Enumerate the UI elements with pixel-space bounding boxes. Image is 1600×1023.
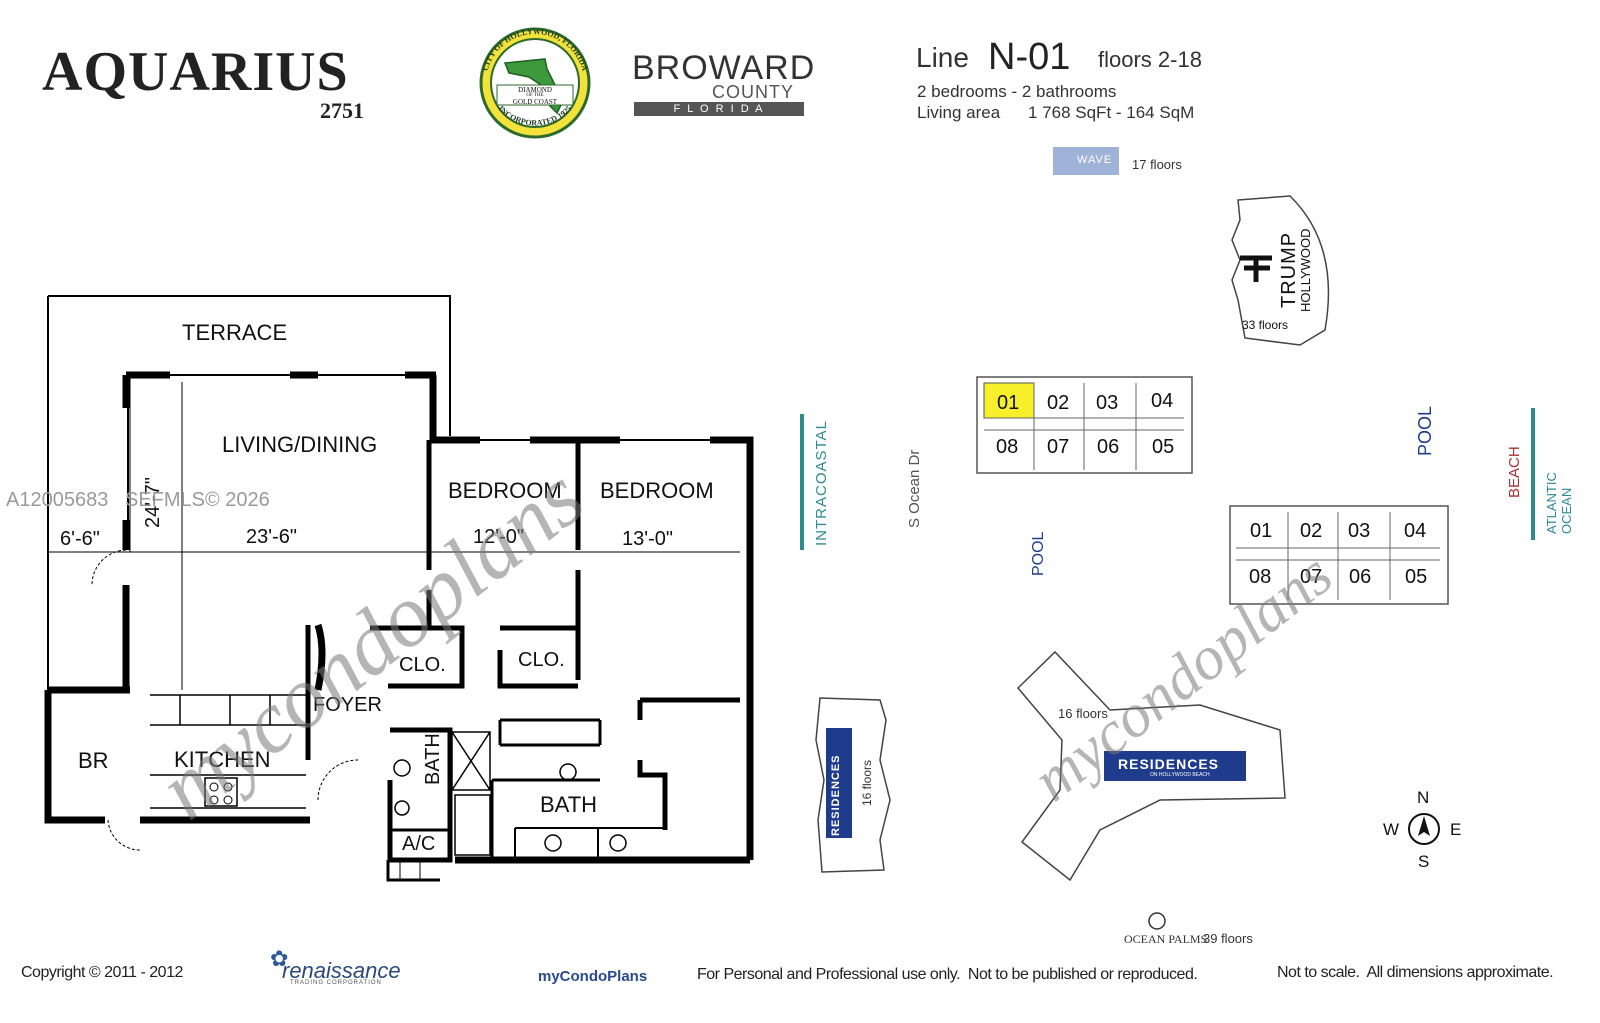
b2-unit-05: 05: [1405, 566, 1428, 588]
residences-left-floors: 16 floors: [860, 759, 874, 806]
renaissance-sub: TRADING CORPORATION: [290, 980, 382, 986]
label-beach: BEACH: [1506, 446, 1523, 498]
label-pool-right: POOL: [1415, 405, 1435, 456]
room-foyer: FOYER: [313, 694, 382, 716]
label-ocean: ATLANTIC OCEAN: [1544, 472, 1574, 534]
line-floors: floors 2-18: [1098, 47, 1202, 72]
broward-name: BROWARD: [632, 49, 816, 87]
ocean-palms-logo: OCEAN PALMS: [1124, 932, 1207, 947]
ocean-palms-floors: 39 floors: [1203, 931, 1253, 946]
b1-unit-07: 07: [1047, 436, 1070, 458]
b1-unit-02: 02: [1047, 392, 1070, 414]
room-bedroom-2: BEDROOM: [600, 478, 714, 503]
dim-terrace-width: 6'-6": [60, 528, 100, 550]
trump-sub: HOLLYWOOD: [1298, 228, 1313, 312]
room-terrace: TERRACE: [182, 320, 288, 345]
b2-unit-07: 07: [1300, 566, 1323, 588]
brand-name: AQUARIUS: [42, 41, 349, 103]
seal-middle-2: OF THE: [526, 93, 544, 98]
seal-middle-3: GOLD COAST: [512, 98, 558, 106]
compass-s: S: [1418, 852, 1430, 871]
footer-scale: Not to scale. All dimensions approximate…: [1277, 964, 1554, 981]
brand-number: 2751: [320, 98, 364, 123]
living-area-label: Living area: [917, 103, 1001, 122]
residences-right-name: RESIDENCES: [1118, 756, 1220, 772]
wave-logo: WAVE: [1053, 147, 1119, 175]
b1-unit-06: 06: [1097, 436, 1120, 458]
compass-w: W: [1383, 820, 1400, 839]
living-area-value: 1 768 SqFt - 164 SqM: [1028, 103, 1195, 122]
broward-logo: BROWARD COUNTY F L O R I D A: [632, 49, 816, 120]
brand-logo: AQUARIUS 2751: [42, 41, 382, 123]
dim-living-width: 23'-6": [246, 526, 297, 548]
room-bath-main: BATH: [540, 792, 598, 817]
footer-mycondoplans: myCondoPlans: [538, 968, 648, 985]
label-street: S Ocean Dr: [906, 449, 923, 528]
b2-unit-08: 08: [1249, 566, 1272, 588]
compass-icon: [1409, 814, 1439, 844]
broward-state: F L O R I D A: [634, 102, 804, 116]
line-prefix: Line: [916, 42, 969, 73]
room-br: BR: [78, 748, 109, 773]
room-living: LIVING/DINING: [222, 432, 378, 457]
room-bedroom-1: BEDROOM: [448, 478, 562, 503]
room-closet-2: CLO.: [518, 649, 565, 671]
room-ac: A/C: [402, 833, 436, 855]
footer-notice: For Personal and Professional use only. …: [697, 966, 1198, 983]
mls-watermark: A12005683 SEFMLS© 2026: [6, 489, 270, 511]
residences-right-floors: 16 floors: [1058, 706, 1108, 721]
broward-county: COUNTY: [712, 82, 794, 102]
ocean-palms-name: OCEAN PALMS: [1124, 932, 1208, 946]
trump-floors: 33 floors: [1242, 318, 1289, 332]
bedrooms-info: 2 bedrooms - 2 bathrooms: [917, 82, 1117, 101]
wave-floors: 17 floors: [1132, 157, 1182, 172]
seal-middle-1: DIAMOND: [518, 86, 552, 94]
b2-unit-04: 04: [1404, 520, 1427, 542]
dim-bedroom2-width: 13'-0": [622, 528, 673, 550]
renaissance-name: renaissance: [282, 958, 401, 983]
renaissance-logo: ✿ renaissance TRADING CORPORATION: [270, 944, 410, 988]
b1-unit-03: 03: [1096, 392, 1119, 414]
compass-n: N: [1417, 788, 1430, 807]
dim-bedroom1-width: 12'-0": [473, 526, 524, 548]
compass-e: E: [1450, 820, 1462, 839]
residences-right-sub: ON HOLLYWOOD BEACH: [1150, 772, 1210, 778]
wave-logo-text: WAVE: [1077, 154, 1113, 166]
room-closet-1: CLO.: [399, 654, 446, 676]
label-pool-left: POOL: [1030, 531, 1047, 576]
residences-left-name: RESIDENCES: [830, 754, 842, 836]
b1-unit-08: 08: [996, 436, 1019, 458]
line-code: N-01: [988, 36, 1071, 78]
b2-unit-06: 06: [1349, 566, 1372, 588]
b1-unit-05: 05: [1152, 436, 1175, 458]
footer-copyright: Copyright © 2011 - 2012: [21, 964, 183, 981]
b1-unit-04: 04: [1151, 390, 1174, 412]
b2-unit-01: 01: [1250, 520, 1273, 542]
b2-unit-03: 03: [1348, 520, 1371, 542]
label-intracoastal: INTRACOASTAL: [813, 420, 830, 546]
b1-unit-01: 01: [997, 392, 1020, 414]
room-kitchen: KITCHEN: [174, 747, 271, 772]
renaissance-icon: ✿: [270, 946, 289, 971]
b2-unit-02: 02: [1300, 520, 1323, 542]
